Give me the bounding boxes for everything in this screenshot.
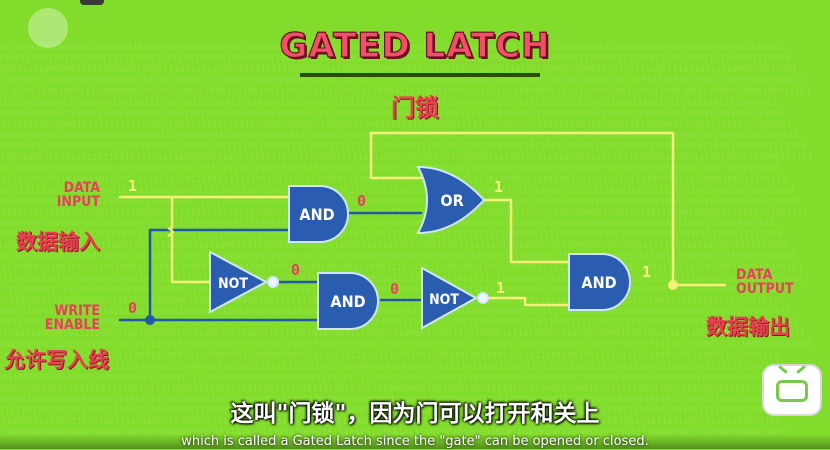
and-gate-right: [568, 253, 631, 311]
or-gate: [416, 165, 486, 235]
svg-text:110101101011010000111111111111: 1101011010110100001111111111110100110001…: [0, 120, 792, 130]
wire-not-right-output: [486, 296, 573, 307]
value-write-enable: 0: [128, 299, 137, 317]
not-gate-left: [209, 250, 269, 314]
svg-text:101011010010100001000100000110: 1010110100101000010001000001101101100010…: [0, 428, 788, 438]
wire-write-enable: [118, 228, 292, 322]
svg-text:011001011110011001110001110100: 0110010111100110011100011101001010001110…: [0, 307, 791, 317]
diagram-title-cn: 门锁: [391, 94, 439, 122]
svg-text:011111010000100110000010011110: 0111110100001001100000100111101110111001…: [0, 252, 796, 262]
data-output-label: DATA OUTPUT: [736, 268, 800, 296]
not-gate-right-label: NOT: [429, 292, 459, 308]
tv-ear-right: [796, 365, 806, 374]
svg-text:101101111010010000111001000110: 1011011110100100001110010001101101110100…: [0, 98, 778, 108]
svg-text:011011010101001100000010011011: 0110110101010011000000100110110110100001…: [0, 219, 775, 229]
and-gate-middle: [317, 272, 379, 330]
svg-text:011001111110000111111100010001: 0110011111100001111111000100010100111000…: [0, 285, 777, 295]
subtitle-en: which is called a Gated Latch since the …: [0, 434, 830, 449]
svg-text:100000011110000001101100000010: 1000000111100000011011000000100001110011…: [0, 65, 797, 75]
data-output-label-line2: OUTPUT: [736, 281, 794, 297]
svg-text:010001011001100010100011001001: 0100010110011000101000110010011001001001…: [0, 43, 783, 53]
or-gate-label: OR: [440, 191, 463, 210]
value-output: 1: [642, 263, 651, 281]
write-enable-label-line2: ENABLE: [44, 317, 100, 333]
data-input-label-line2: INPUT: [56, 194, 100, 210]
svg-text:101111000101100100011011100010: 1011110001011001000110111000100001111000…: [0, 241, 789, 251]
svg-text:111010111100100110100110101001: 1110101111001001101001101010010110110100…: [0, 175, 787, 185]
write-enable-label-cn: 允许写入线: [4, 348, 109, 372]
svg-text:001011100000101000011100001010: 0010111000001010000111000010101110001111…: [0, 373, 793, 383]
not-gate-right-bubble: [477, 292, 489, 304]
svg-text:011011001010111110101110010011: 0110110010101111101011100100111010100111…: [0, 197, 801, 207]
value-data-input: 1: [128, 177, 137, 195]
junction-write-enable: [145, 315, 155, 325]
svg-text:111110000101001010101011000110: 1111100001010010101010110001100100110000…: [0, 263, 803, 273]
wire-crossover-hop: [167, 226, 174, 238]
and-gate-top-label: AND: [299, 205, 334, 224]
not-gate-left-bubble: [267, 276, 279, 288]
svg-text:001101100111101011100111111111: 0011011001111010111001111111110010101001…: [0, 340, 812, 350]
subtitle-cn: 这叫"门锁"，因为门可以打开和关上: [230, 401, 600, 427]
svg-text:000001001110011011011001111111: 0000010011100110110110011111110011101110…: [0, 54, 790, 64]
svg-text:100011011100000011000000000100: 1000110111000000110000000001001100010101…: [0, 164, 780, 174]
svg-text:011010001110000100011000000111: 0110100011100001000110000001111011100011…: [0, 76, 804, 86]
svg-text:101001101110011010001101001011: 1010011011100110100011010010111000101000…: [0, 351, 779, 361]
tv-ear-left: [778, 365, 788, 374]
value-and-middle-out: 0: [390, 280, 399, 298]
svg-text:000000011001010111001110001111: 0000000110010101110011100011110000101010…: [0, 362, 786, 372]
and-gate-right-label: AND: [581, 273, 616, 292]
value-and-top-out: 0: [357, 192, 366, 210]
value-not-left-out: 0: [291, 261, 300, 279]
svg-text:101001110011110010111100001100: 1010011100111100101111000011000001100110…: [0, 318, 798, 328]
svg-text:101010110000010011100010100100: 1010101100000100111000101001000000101111…: [0, 329, 805, 339]
svg-text:000101110010010101001011101110: 0001011100100101010010111011101101100001…: [0, 395, 807, 405]
wire-or-output: [482, 198, 573, 264]
not-gate-right: [421, 266, 479, 330]
tv-screen: [776, 380, 808, 402]
svg-text:110010101000111000010001010000: 1100101010001110000100010100000011101000…: [0, 131, 799, 141]
data-output-label-line1: DATA: [736, 267, 773, 283]
not-gate-left-label: NOT: [218, 276, 248, 292]
diagram-title: GATED LATCH: [279, 25, 551, 66]
and-gate-top: [288, 185, 349, 243]
svg-text:100010001101111011011001010101: 1000100011011110110110010101011110000000…: [0, 153, 813, 163]
svg-text:001100010010110101011101011001: 0011000100101101010111010110010111011000…: [0, 230, 782, 240]
data-input-label-line1: DATA: [63, 180, 100, 196]
svg-text:011010011001000111100000001001: 0110100110010001111000000010010011001010…: [0, 87, 811, 97]
svg-text:111000010000111000011110100111: 1110000100001110000111101001111010001101…: [0, 417, 781, 427]
svg-text:010000100011001110100111010010: 0100001000110011101001110100101101100011…: [0, 384, 800, 394]
data-input-label-cn: 数据输入: [16, 230, 100, 254]
title-underline: [300, 73, 540, 77]
window-tab: [80, 0, 104, 5]
bilibili-tv-icon[interactable]: [762, 364, 822, 416]
pbs-logo-icon: [28, 8, 68, 48]
and-gate-middle-label: AND: [330, 292, 365, 311]
data-input-label: DATA INPUT: [40, 181, 100, 209]
svg-text:110001001010000101111001100111: 1100010010100001011110011001110010111011…: [0, 109, 785, 119]
junction-output: [668, 280, 678, 290]
write-enable-label-line1: WRITE: [54, 303, 100, 319]
svg-text:001100111111100111000100110111: 0011001111111001110001001101111100010000…: [0, 186, 794, 196]
write-enable-label: WRITE ENABLE: [30, 304, 100, 332]
svg-text:010000101100001001000010101001: 0100001011000010010000101010010001100010…: [0, 142, 806, 152]
data-output-label-cn: 数据输出: [706, 315, 790, 339]
wire-data-input-branch: [170, 195, 214, 284]
value-or-out: 1: [494, 178, 503, 196]
svg-text:111101101101000100000101001011: 1111011011010001000001010010111101111111…: [0, 274, 810, 284]
svg-text:010000011111011010010011000111: 0100000111110110100100110001110101100100…: [0, 406, 774, 416]
value-not-right-out: 1: [496, 279, 505, 297]
